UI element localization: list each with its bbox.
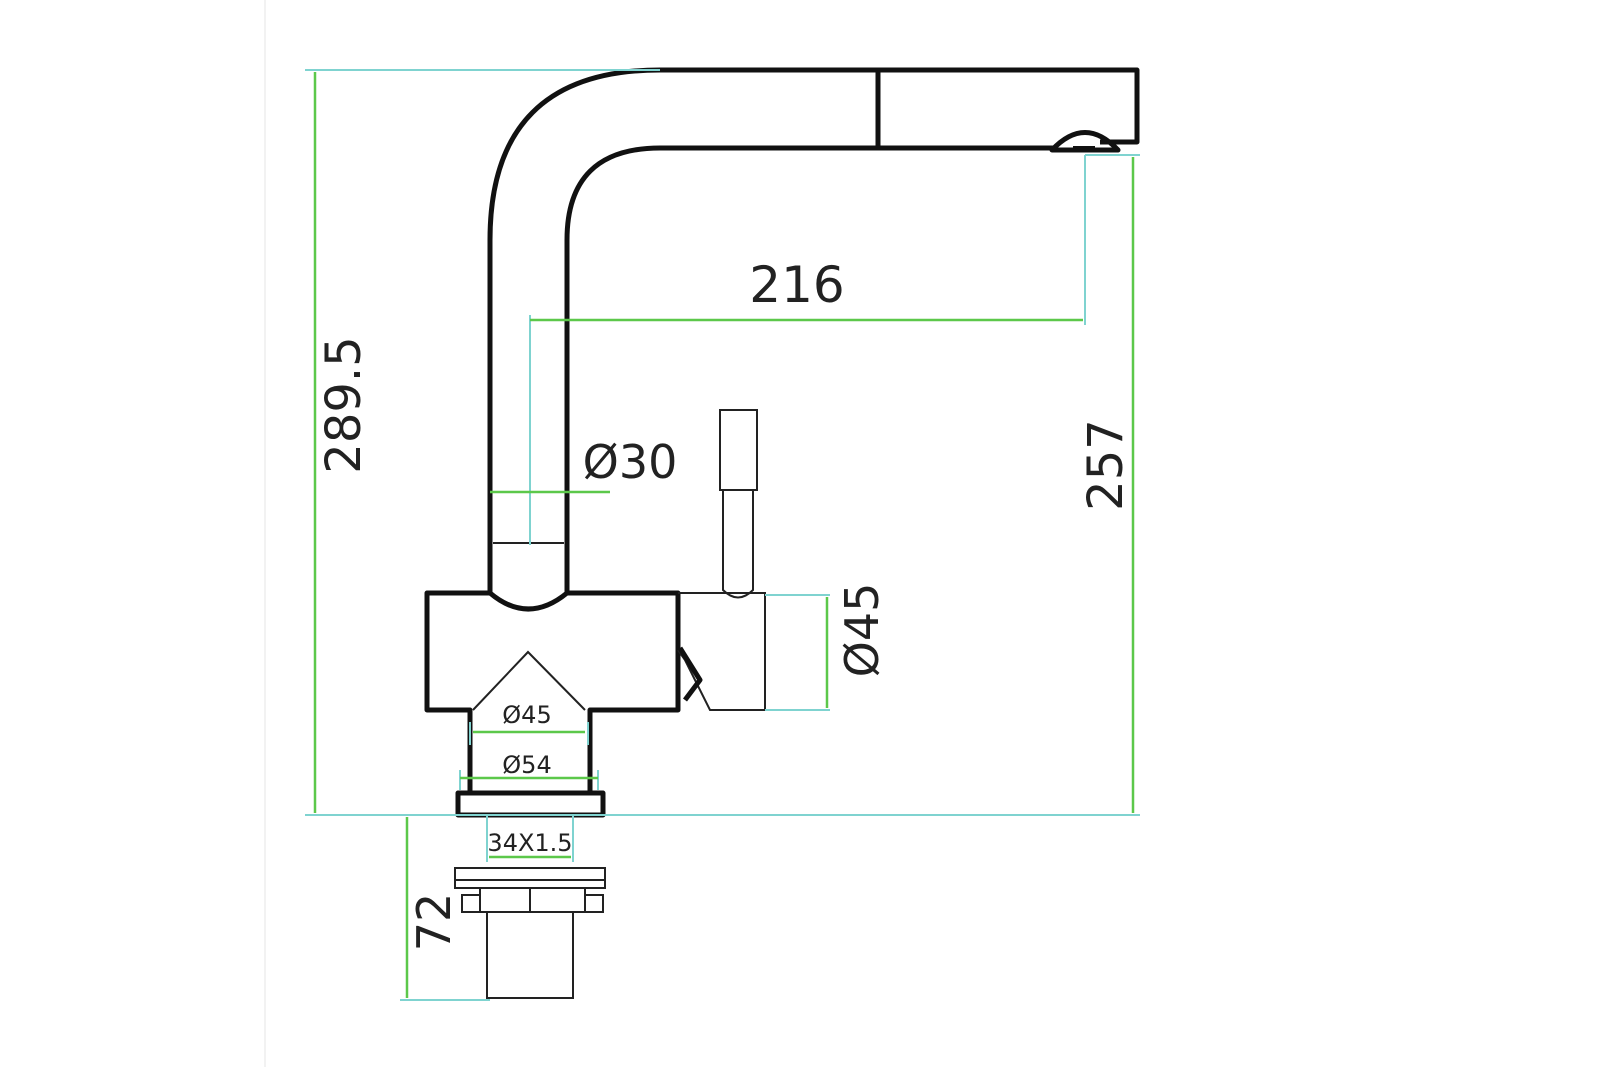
spout-inner	[564, 145, 1055, 593]
faucet-outline	[424, 67, 1140, 999]
mounting-fitting	[454, 867, 606, 999]
spout-height-label: 257	[1078, 419, 1134, 511]
aerator	[1049, 130, 1121, 153]
shank-length-label: 72	[407, 893, 461, 952]
thread-label: 34X1.5	[487, 829, 572, 857]
aerator-tip	[1073, 146, 1095, 152]
tube-diameter-label: Ø30	[583, 435, 678, 489]
body	[424, 590, 681, 793]
body-diameter-label: Ø45	[835, 583, 889, 678]
body-cone	[472, 650, 586, 711]
spout-reach-label: 216	[749, 256, 844, 314]
base-diameter-label: Ø54	[502, 751, 551, 779]
inner-diameter-label: Ø45	[502, 701, 551, 729]
total-height-label: 289.5	[316, 336, 372, 473]
base-nut	[455, 790, 606, 818]
dimension-lines	[313, 72, 1135, 998]
lever-handle	[719, 409, 758, 491]
extension-lines	[305, 69, 1140, 1001]
lever-stem	[722, 490, 754, 599]
